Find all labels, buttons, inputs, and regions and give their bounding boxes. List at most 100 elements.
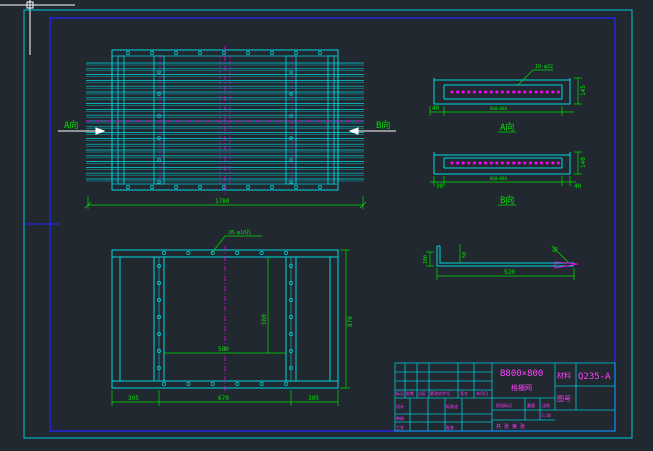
section-hole	[528, 161, 532, 165]
section-hole	[478, 161, 482, 165]
section-hole	[545, 90, 549, 94]
title-label-process: 工艺	[396, 425, 404, 430]
frame-hole	[210, 382, 215, 386]
section-b-title: B向	[500, 194, 514, 206]
section-b-dim-height: 140	[580, 157, 587, 168]
bolt-hole	[270, 51, 274, 55]
view-arrow-b-label: B向	[376, 119, 390, 131]
bent-plate-dim-tip: 60	[552, 246, 560, 254]
title-label-zone: 分区	[418, 390, 426, 396]
frame-hole	[157, 366, 161, 370]
frame-dim-inner-width: 580	[218, 346, 229, 353]
title-label-count: 处数	[406, 390, 414, 396]
bolt-hole	[294, 185, 298, 189]
section-hole	[489, 161, 493, 165]
bolt-hole	[289, 92, 293, 96]
frame-post	[153, 55, 165, 185]
frame-hole	[289, 349, 293, 353]
frame-post	[327, 55, 335, 185]
frame-hole	[157, 315, 161, 319]
section-hole	[512, 90, 516, 94]
bolt-hole	[198, 185, 202, 189]
frame-hole	[235, 382, 240, 386]
section-hole	[517, 161, 521, 165]
bolt-hole	[289, 114, 293, 118]
frame-view: 28-φ10孔 580 580 870 305 670 305	[111, 229, 354, 406]
section-a-dim-height: 145	[580, 85, 587, 96]
bolt-hole	[126, 51, 130, 55]
frame-dim-right: 305	[308, 395, 319, 402]
frame-post	[285, 55, 297, 185]
title-scale-value: 1:10	[541, 413, 551, 418]
section-b-dim-left: 30	[436, 183, 444, 190]
bolt-hole	[289, 158, 293, 162]
section-hole	[450, 90, 454, 94]
section-hole	[467, 90, 471, 94]
title-part-name-1: B800×800	[500, 369, 543, 379]
frame-hole	[284, 382, 288, 386]
section-hole	[495, 90, 499, 94]
bolt-hole	[157, 136, 161, 140]
title-drawing-label: 图号	[557, 395, 571, 403]
section-a-title: A向	[500, 121, 514, 133]
frame-hole	[157, 332, 161, 336]
bolt-hole	[157, 92, 161, 96]
bolt-hole	[246, 51, 250, 55]
frame-hole	[157, 298, 161, 302]
bolt-hole	[174, 185, 178, 189]
title-label-stage: 阶段标记	[496, 402, 512, 408]
section-hole	[540, 90, 544, 94]
section-hole	[517, 90, 521, 94]
bolt-hole	[246, 185, 250, 189]
view-arrow-a-icon	[58, 127, 106, 135]
section-hole	[467, 161, 471, 165]
title-label-scale: 比例	[542, 402, 550, 408]
section-b-dim-length: 800×800	[490, 176, 507, 181]
section-hole	[484, 161, 488, 165]
frame-hole	[289, 281, 293, 285]
title-label-date: 年月日	[476, 390, 488, 396]
title-label-change-doc: 更改文件号	[430, 390, 450, 396]
section-a-callout: 10-φ22	[535, 64, 553, 70]
frame-hole	[235, 251, 240, 255]
section-a-dim-length: 800×800	[490, 106, 507, 111]
frame-hole	[162, 382, 166, 386]
section-hole	[472, 161, 476, 165]
title-label-approve: 批准	[446, 424, 454, 430]
bolt-hole	[157, 114, 161, 118]
section-hole	[540, 161, 544, 165]
section-hole	[456, 161, 460, 165]
bolt-hole	[222, 185, 226, 189]
view-arrow-a-label: A向	[64, 119, 78, 131]
bolt-hole	[174, 51, 178, 55]
bolt-hole	[289, 180, 293, 184]
view-arrow-b-icon	[348, 127, 396, 135]
section-hole	[551, 161, 555, 165]
bolt-hole	[289, 136, 293, 140]
section-hole	[523, 90, 527, 94]
frame-hole	[289, 332, 293, 336]
frame-post	[117, 55, 125, 185]
frame-dim-middle: 670	[218, 395, 229, 402]
section-hole	[506, 90, 510, 94]
title-label-review: 审核	[396, 415, 404, 421]
bolt-hole	[157, 158, 161, 162]
section-hole	[545, 161, 549, 165]
bent-plate-dim-height: 100	[423, 255, 429, 264]
section-hole	[556, 90, 560, 94]
frame-dim-outer-height: 870	[347, 316, 354, 327]
section-hole	[456, 90, 460, 94]
bolt-hole	[318, 185, 322, 189]
section-a-dim-left: 40	[432, 105, 440, 112]
section-hole	[495, 161, 499, 165]
title-label-design: 设计	[396, 403, 404, 409]
plan-width-dim: 1780	[215, 198, 230, 205]
frame-callout: 28-φ10孔	[228, 229, 251, 236]
bolt-hole	[294, 51, 298, 55]
section-hole	[523, 161, 527, 165]
section-hole	[450, 161, 454, 165]
frame-hole	[157, 281, 161, 285]
section-hole	[478, 90, 482, 94]
section-hole	[506, 161, 510, 165]
